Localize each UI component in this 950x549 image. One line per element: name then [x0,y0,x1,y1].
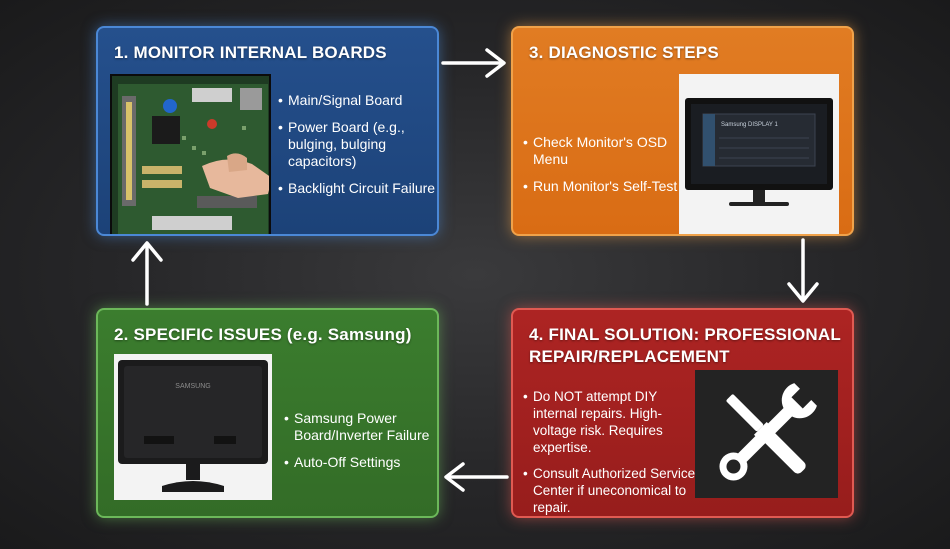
list-item: Power Board (e.g., bulging, bulging capa… [278,119,437,170]
card-title: 1. MONITOR INTERNAL BOARDS [114,43,387,62]
arrow-down-icon [787,238,819,303]
list-item: Backlight Circuit Failure [278,180,437,197]
card-monitor-internal-boards: 1. MONITOR INTERNAL BOARDS Main/Signal B… [96,26,439,236]
monitor-back-image: SAMSUNG [114,354,272,500]
bullet-list: Main/Signal Board Power Board (e.g., bul… [278,92,437,207]
card-title: 3. DIAGNOSTIC STEPS [529,43,719,62]
card-title: 2. SPECIFIC ISSUES (e.g. Samsung) [114,325,412,344]
bullet-list: Check Monitor's OSD Menu Run Monitor's S… [523,134,683,205]
list-item: Main/Signal Board [278,92,437,109]
list-item: Run Monitor's Self-Test [523,178,683,195]
osd-screen-text: Samsung DISPLAY 1 [721,122,778,128]
card-title: 4. FINAL SOLUTION: PROFESSIONAL REPAIR/R… [529,325,841,366]
arrow-up-icon [131,241,163,306]
circuit-board-image [110,74,271,234]
monitor-osd-image: Samsung DISPLAY 1 [679,74,839,234]
list-item: Do NOT attempt DIY internal repairs. Hig… [523,388,703,456]
arrow-right-icon [441,48,506,78]
list-item: Samsung Power Board/Inverter Failure [284,410,434,444]
bullet-list: Samsung Power Board/Inverter Failure Aut… [284,410,434,481]
arrow-left-icon [444,462,509,492]
card-diagnostic-steps: 3. DIAGNOSTIC STEPS Check Monitor's OSD … [511,26,854,236]
card-final-solution: 4. FINAL SOLUTION: PROFESSIONAL REPAIR/R… [511,308,854,518]
card-specific-issues: 2. SPECIFIC ISSUES (e.g. Samsung) SAMSUN… [96,308,439,518]
list-item: Consult Authorized Service Center if une… [523,465,703,516]
brand-label: SAMSUNG [175,383,210,390]
tools-icon [695,370,838,498]
list-item: Check Monitor's OSD Menu [523,134,683,168]
bullet-list: Do NOT attempt DIY internal repairs. Hig… [523,388,703,516]
list-item: Auto-Off Settings [284,454,434,471]
